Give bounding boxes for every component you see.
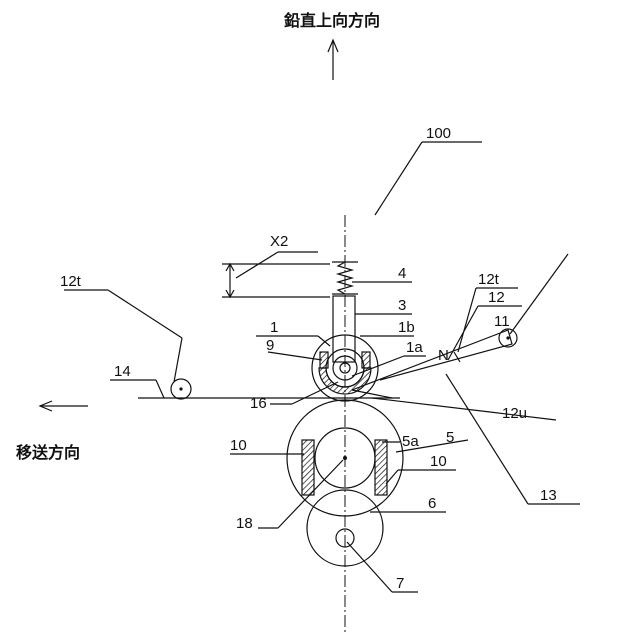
label-12t-right: 12t — [478, 271, 500, 288]
label-7: 7 — [396, 575, 404, 592]
label-1b: 1b — [398, 319, 415, 336]
label-11: 11 — [494, 313, 510, 330]
label-10-right: 10 — [430, 453, 447, 470]
side-plate-right — [375, 440, 387, 495]
lower-roller-center — [343, 456, 347, 460]
x2-dimension — [222, 264, 330, 297]
transport-direction-arrow — [40, 401, 88, 411]
guide-plate-tip — [352, 390, 392, 398]
label-14: 14 — [114, 363, 131, 380]
shaft — [333, 296, 355, 362]
guide-plate — [352, 330, 512, 390]
label-3: 3 — [398, 297, 406, 314]
label-5: 5 — [446, 429, 454, 446]
label-18: 18 — [236, 515, 253, 532]
label-4: 4 — [398, 265, 406, 282]
n-mark — [454, 352, 460, 362]
label-10-left: 10 — [230, 437, 247, 454]
bearing-block-right — [362, 352, 370, 368]
label-12: 12 — [488, 289, 505, 306]
label-5a: 5a — [402, 433, 419, 450]
label-12u: 12u — [502, 405, 527, 422]
transport-direction-label: 移送方向 — [16, 443, 80, 462]
label-x2: X2 — [270, 233, 288, 250]
guide-roller-11-center — [506, 336, 509, 339]
side-plate-left — [302, 440, 314, 495]
label-100: 100 — [426, 125, 451, 142]
label-9: 9 — [266, 337, 274, 354]
label-13: 13 — [540, 487, 557, 504]
label-1a: 1a — [406, 339, 423, 356]
label-n: N — [438, 347, 449, 364]
label-1: 1 — [270, 319, 278, 336]
roller-14-center — [179, 387, 182, 390]
label-16: 16 — [250, 395, 267, 412]
vertical-up-arrow — [328, 40, 338, 80]
label-12t-left: 12t — [60, 273, 82, 290]
vertical-up-direction-label: 鉛直上向方向 — [284, 11, 380, 30]
label-6: 6 — [428, 495, 436, 512]
